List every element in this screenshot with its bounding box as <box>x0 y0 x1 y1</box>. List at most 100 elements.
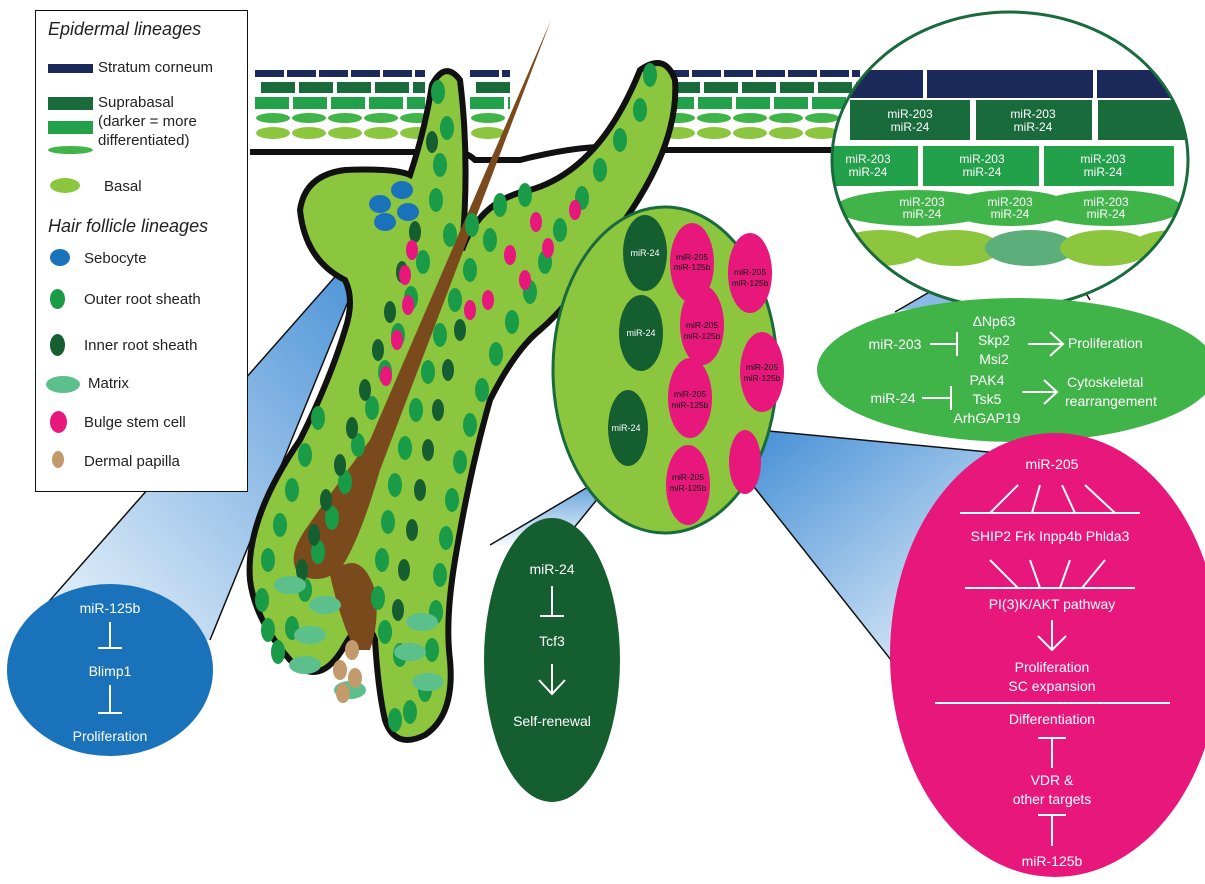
bulge-mirna-panel: miR-205 SHIP2 Frk Inpp4b Phlda3 PI(3)K/A… <box>890 433 1205 877</box>
proliferation-label: Proliferation <box>73 728 148 744</box>
outer-root-sheath-cell <box>388 473 402 497</box>
basal-cell <box>733 127 767 139</box>
matrix-cell <box>309 596 341 614</box>
bulge-stem-cell <box>530 212 542 232</box>
outer-root-sheath-cell <box>643 63 657 87</box>
matrix-cell <box>274 576 306 594</box>
stratum-corneum-cell <box>255 70 284 77</box>
stratum-corneum-cell <box>351 70 380 77</box>
outer-root-sheath-cell <box>493 193 507 217</box>
basement-membrane <box>250 147 900 160</box>
stratum-corneum-cell <box>287 70 316 77</box>
inner-root-sheath-cell <box>359 379 371 401</box>
outer-root-sheath-cell <box>409 398 423 422</box>
zoom-cell-label: miR-24 <box>963 165 1002 179</box>
legend-matrix: Matrix <box>88 374 129 393</box>
bulge-cell-label: miR-125b <box>744 373 781 383</box>
suprabasal-cell <box>299 82 333 93</box>
sebocyte-mirna-panel: miR-125b Blimp1 Proliferation <box>7 584 213 756</box>
bulge-cell-label: miR-205 <box>746 362 778 372</box>
legend-suprabasal-1: Suprabasal <box>98 93 174 112</box>
outer-root-sheath-cell <box>448 288 462 312</box>
suprabasal-cell <box>780 82 814 93</box>
bulge-stem-cell <box>504 245 516 265</box>
inner-root-sheath-cell <box>426 131 438 153</box>
inner-root-sheath-cell <box>392 599 404 621</box>
basal-cell <box>364 127 398 139</box>
mir24-label: miR-24 <box>529 561 574 577</box>
mir205-targets: SHIP2 Frk Inpp4b Phlda3 <box>971 528 1130 544</box>
suprabasal-cell <box>769 113 803 123</box>
zoom-cell-label: miR-203 <box>959 152 1005 166</box>
swatch-bulge-stem-cell <box>50 411 67 433</box>
basal-cell <box>471 127 505 139</box>
outer-root-sheath-cell <box>298 443 312 467</box>
outer-root-sheath-cell <box>425 638 439 662</box>
suprabasal-cell <box>470 97 504 109</box>
bulge-stem-cell <box>380 366 392 386</box>
matrix-cell <box>394 643 426 661</box>
outer-root-sheath-cell <box>475 378 489 402</box>
outer-root-sheath-cell <box>431 80 445 104</box>
swatch-stratum-corneum <box>48 64 93 73</box>
outer-root-sheath-cell <box>518 183 532 207</box>
outer-root-sheath-cell <box>285 478 299 502</box>
suprabasal-cell <box>369 97 403 109</box>
bulge-stem-cell <box>464 300 476 320</box>
suprabasal-cell <box>407 97 425 109</box>
legend: Epidermal lineages Stratum corneum Supra… <box>35 10 248 492</box>
outer-root-sheath-cell <box>398 436 412 460</box>
suprabasal-cell <box>292 113 326 123</box>
legend-dermal-papilla: Dermal papilla <box>84 452 180 471</box>
suprabasal-cell <box>704 82 738 93</box>
self-renewal-label: Self-renewal <box>513 713 591 729</box>
stratum-corneum-cell <box>383 70 412 77</box>
legend-stratum-corneum: Stratum corneum <box>98 58 213 77</box>
inner-root-sheath-cell <box>320 489 332 511</box>
outcome-rearrangement: rearrangement <box>1065 393 1157 409</box>
bulge-cell-label: miR-125b <box>684 331 721 341</box>
bulge-stem-cell <box>391 330 403 350</box>
bulge-stem-cell <box>406 240 418 260</box>
outer-root-sheath-cell <box>633 98 647 122</box>
outer-root-sheath-cell <box>381 510 395 534</box>
legend-suprabasal-3: differentiated) <box>98 131 189 150</box>
outcome-cytoskeletal: Cytoskeletal <box>1067 374 1143 390</box>
legend-bulge-stem-cell: Bulge stem cell <box>84 413 186 432</box>
outer-root-sheath-cell <box>375 548 389 572</box>
suprabasal-cell <box>697 113 731 123</box>
legend-epidermal-title: Epidermal lineages <box>48 19 201 40</box>
matrix-cell <box>289 656 321 674</box>
inner-root-sheath-cell <box>384 301 396 323</box>
zoom-cell-label: miR-203 <box>1080 152 1126 166</box>
outcome-proliferation: Proliferation <box>1068 335 1143 351</box>
stratum-corneum-cell <box>788 70 817 77</box>
suprabasal-cell <box>742 82 776 93</box>
pi3k-akt-pathway: PI(3)K/AKT pathway <box>989 596 1116 612</box>
bulge-cell-label: miR-205 <box>686 320 718 330</box>
bulge-cell-label: miR-125b <box>674 262 711 272</box>
inner-root-sheath-cell <box>334 454 346 476</box>
outer-root-sheath-cell <box>421 360 435 384</box>
irs-cell-label: miR-24 <box>630 248 659 258</box>
outer-root-sheath-cell <box>613 128 627 152</box>
target-msi2: Msi2 <box>979 351 1009 367</box>
zoom-cell-label: miR-203 <box>845 152 891 166</box>
bulge-stem-cell <box>519 270 531 290</box>
zoom-cell-label: miR-24 <box>891 120 930 134</box>
inner-root-sheath-cell <box>454 319 466 341</box>
vdr-label: VDR & <box>1031 772 1074 788</box>
bulge-cell-label: miR-205 <box>672 472 704 482</box>
matrix-cell <box>406 613 438 631</box>
inner-root-sheath-cell <box>414 479 426 501</box>
outer-root-sheath-cell <box>403 700 417 724</box>
swatch-dermal-papilla <box>52 451 64 468</box>
zoom-cell-label: miR-203 <box>1010 107 1056 121</box>
swatch-suprabasal-mid <box>48 121 93 134</box>
outer-root-sheath-cell <box>553 218 567 242</box>
bulge-stem-cell <box>399 265 411 285</box>
outer-root-sheath-cell <box>593 158 607 182</box>
inner-root-sheath-cell <box>372 339 384 361</box>
outer-root-sheath-cell <box>261 548 275 572</box>
basal-cell <box>292 127 326 139</box>
